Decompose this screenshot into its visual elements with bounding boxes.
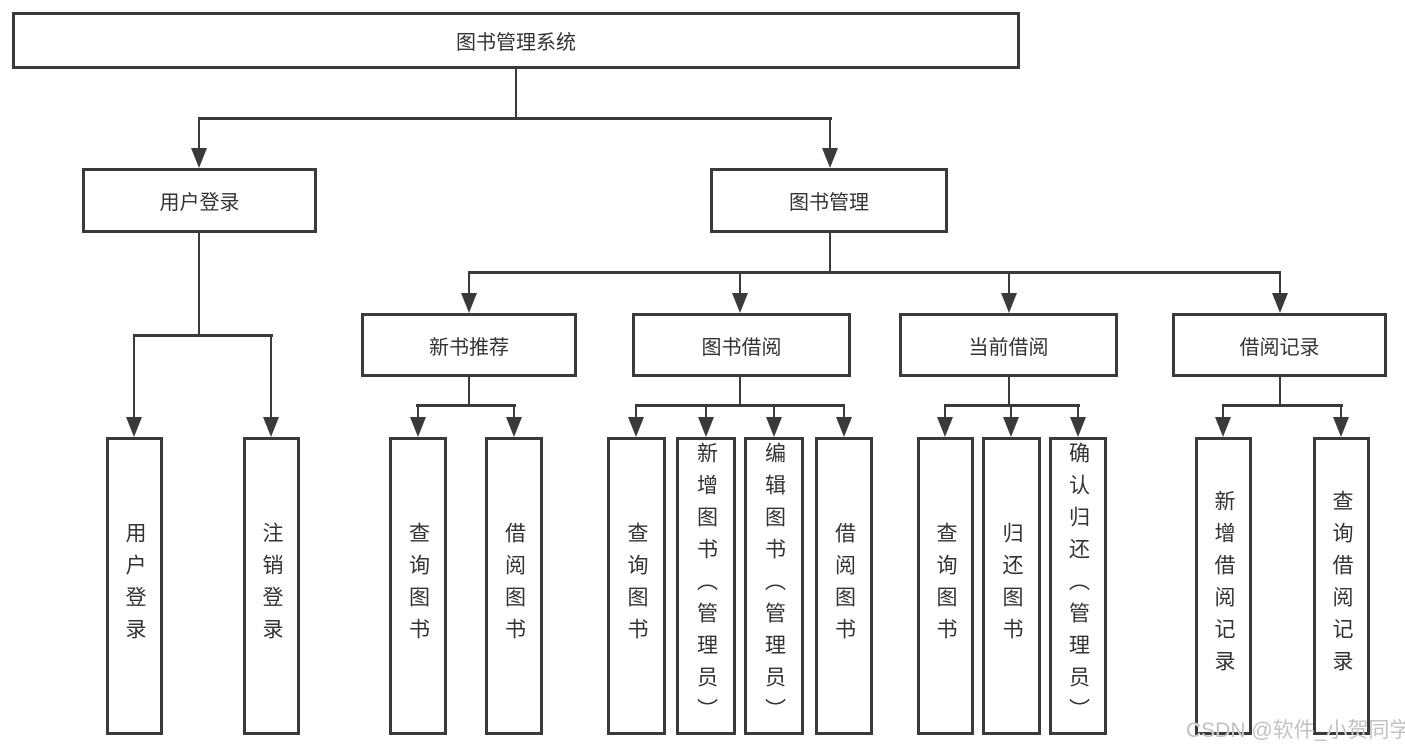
- connector-group3-stem: [1008, 377, 1010, 406]
- leaf-add-borrow-record: 新增借阅记录: [1195, 437, 1252, 735]
- connector-shaft-user-login: [198, 118, 200, 152]
- leaf-edit-books-admin: 编辑图书（管理员）: [744, 437, 804, 735]
- arrowhead-current-borrow-icon: [1001, 293, 1017, 313]
- connector-shaft-g4-leaf2: [1340, 405, 1342, 421]
- node-book-borrow: 图书借阅: [632, 313, 851, 377]
- arrowhead-borrow-records-icon: [1272, 293, 1288, 313]
- connector-group2-stem: [739, 377, 741, 406]
- connector-shaft-g1-leaf2: [513, 405, 515, 421]
- node-new-book-recommend: 新书推荐: [361, 313, 577, 377]
- connector-shaft-new-book-recommend: [468, 272, 470, 296]
- connector-group4-branch: [1222, 404, 1343, 407]
- arrowhead-g4-leaf1-icon: [1215, 417, 1231, 437]
- connector-level2-branch: [198, 117, 832, 120]
- leaf-return-books: 归还图书: [982, 437, 1041, 735]
- connector-group4-stem: [1279, 377, 1281, 406]
- arrowhead-g3-leaf3-icon: [1070, 417, 1086, 437]
- connector-shaft-g2-leaf2: [705, 405, 707, 421]
- leaf-query-borrow-record: 查询借阅记录: [1313, 437, 1370, 735]
- node-borrow-records: 借阅记录: [1172, 313, 1387, 377]
- connector-group3-branch: [944, 404, 1080, 407]
- connector-shaft-g2-leaf1: [635, 405, 637, 421]
- connector-shaft-book-management: [829, 118, 831, 152]
- connector-shaft-g2-leaf3: [773, 405, 775, 421]
- leaf-borrow-books-2: 借阅图书: [815, 437, 873, 735]
- connector-group1-branch: [416, 404, 516, 407]
- connector-shaft-g3-leaf1: [944, 405, 946, 421]
- arrowhead-user-login-icon: [191, 148, 207, 168]
- csdn-watermark: CSDN @软件_小贺同学: [1186, 719, 1405, 742]
- connector-shaft-g3-leaf2: [1010, 405, 1012, 421]
- leaf-query-books-1: 查询图书: [389, 437, 447, 735]
- connector-shaft-current-borrow: [1008, 272, 1010, 296]
- connector-shaft-g1-leaf1: [417, 405, 419, 421]
- connector-group1-stem: [468, 377, 470, 406]
- leaf-query-books-2: 查询图书: [607, 437, 666, 735]
- arrowhead-book-borrow-icon: [732, 293, 748, 313]
- connector-level3-branch: [468, 271, 1281, 274]
- connector-shaft-g2-leaf4: [843, 405, 845, 421]
- connector-user-login-stem: [198, 233, 200, 336]
- arrowhead-leaf-logout-icon: [263, 417, 279, 437]
- arrowhead-book-management-icon: [822, 148, 838, 168]
- node-root: 图书管理系统: [12, 12, 1020, 69]
- arrowhead-g3-leaf1-icon: [937, 417, 953, 437]
- arrowhead-g3-leaf2-icon: [1003, 417, 1019, 437]
- connector-shaft-book-borrow: [739, 272, 741, 296]
- node-user-login: 用户登录: [82, 168, 317, 233]
- node-current-borrow: 当前借阅: [899, 313, 1118, 377]
- connector-book-management-stem: [829, 233, 831, 273]
- arrowhead-g2-leaf1-icon: [628, 417, 644, 437]
- arrowhead-g2-leaf3-icon: [766, 417, 782, 437]
- connector-group2-branch: [635, 404, 845, 407]
- leaf-confirm-return-admin: 确认归还（管理员）: [1049, 437, 1107, 735]
- arrowhead-g1-leaf1-icon: [410, 417, 426, 437]
- leaf-borrow-books-1: 借阅图书: [485, 437, 543, 735]
- connector-shaft-g4-leaf1: [1222, 405, 1224, 421]
- node-book-management: 图书管理: [710, 168, 948, 233]
- connector-user-login-branch: [133, 334, 273, 337]
- arrowhead-g2-leaf2-icon: [698, 417, 714, 437]
- arrowhead-new-book-recommend-icon: [461, 293, 477, 313]
- connector-shaft-leaf-user-login: [133, 336, 135, 420]
- connector-shaft-leaf-logout: [270, 336, 272, 420]
- arrowhead-leaf-user-login-icon: [126, 417, 142, 437]
- leaf-user-login: 用户登录: [106, 437, 163, 735]
- connector-shaft-g3-leaf3: [1077, 405, 1079, 421]
- arrowhead-g4-leaf2-icon: [1333, 417, 1349, 437]
- leaf-logout: 注销登录: [243, 437, 300, 735]
- arrowhead-g2-leaf4-icon: [836, 417, 852, 437]
- connector-shaft-borrow-records: [1279, 272, 1281, 296]
- arrowhead-g1-leaf2-icon: [506, 417, 522, 437]
- leaf-add-books-admin: 新增图书（管理员）: [676, 437, 736, 735]
- leaf-query-books-3: 查询图书: [917, 437, 974, 735]
- connector-root-stem: [515, 68, 517, 118]
